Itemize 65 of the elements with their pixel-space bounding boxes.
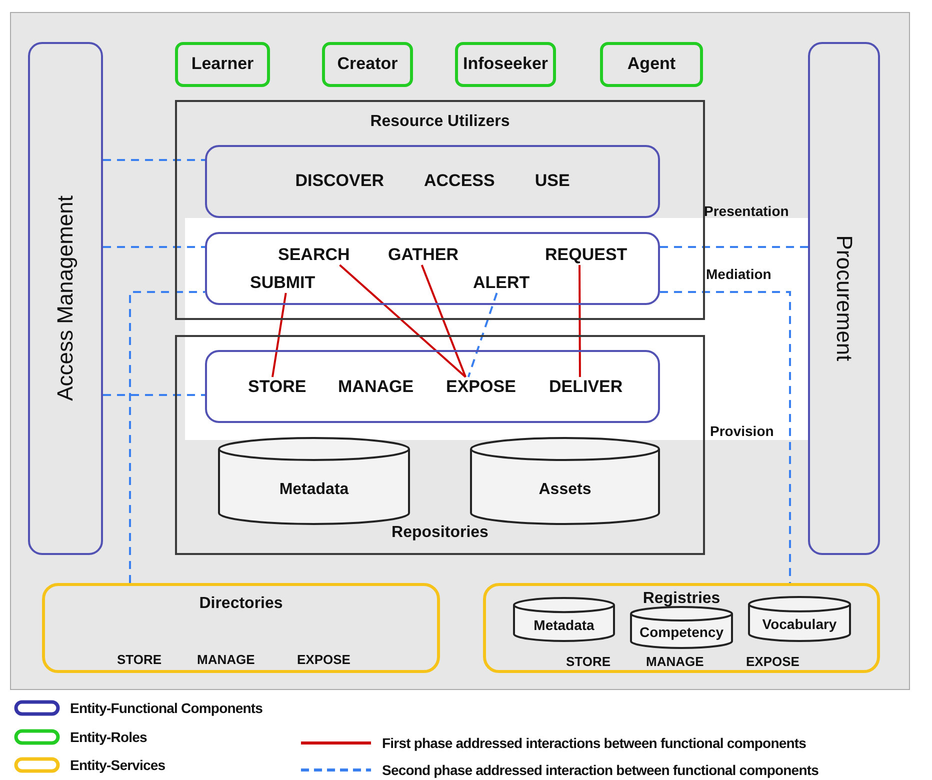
- layer-label: Presentation: [704, 203, 789, 220]
- interaction-line: [129, 291, 205, 583]
- component-box: [808, 42, 880, 555]
- interaction-line: [271, 292, 287, 378]
- interaction-line: [467, 292, 498, 378]
- component-box: [205, 232, 660, 305]
- function-label: SUBMIT: [250, 273, 316, 293]
- component-box: [205, 145, 660, 218]
- function-label: MANAGE: [646, 654, 704, 670]
- legend-label: Entity-Roles: [70, 729, 147, 746]
- role-label: Creator: [337, 54, 398, 75]
- box-heading: Resource Utilizers: [369, 112, 511, 132]
- box-heading: Registries: [642, 589, 722, 608]
- service-box: [42, 583, 440, 673]
- cylinder-label: Vocabulary: [762, 616, 837, 633]
- interaction-line: [103, 394, 205, 396]
- role-box: [600, 42, 703, 87]
- interaction-line: [660, 246, 808, 248]
- interaction-line: [103, 246, 205, 248]
- legend-label: Entity-Services: [70, 757, 166, 774]
- service-box: [483, 583, 880, 673]
- box-heading: Directories: [198, 594, 284, 614]
- interaction-line: [660, 291, 791, 583]
- cylinder-label: Assets: [538, 480, 592, 499]
- component-label: Access Management: [52, 196, 78, 402]
- interaction-line: [103, 159, 205, 161]
- role-box: [322, 42, 413, 87]
- function-label: DELIVER: [549, 377, 623, 397]
- layer-label: Provision: [710, 423, 774, 440]
- function-label: SEARCH: [278, 245, 350, 265]
- role-label: Infoseeker: [462, 54, 548, 75]
- role-box: [175, 42, 270, 87]
- cylinder-label: Metadata: [534, 616, 594, 634]
- group-box: [175, 100, 705, 320]
- function-label: REQUEST: [545, 245, 628, 265]
- function-label: MANAGE: [338, 377, 414, 397]
- legend-label: Second phase addressed interaction between functional components: [382, 762, 818, 779]
- interaction-line: [578, 265, 581, 377]
- function-label: STORE: [566, 654, 611, 670]
- component-box: [28, 42, 103, 555]
- function-label: ACCESS: [424, 171, 495, 192]
- function-label: EXPOSE: [297, 652, 350, 668]
- interaction-line: [339, 264, 466, 378]
- role-label: Learner: [191, 54, 254, 75]
- function-label: GATHER: [388, 245, 459, 265]
- legend-label: Entity-Functional Components: [70, 700, 263, 717]
- function-label: DISCOVER: [295, 171, 384, 192]
- legend-label: First phase addressed interactions between functional components: [382, 735, 806, 752]
- function-label: ALERT: [473, 273, 530, 293]
- component-label: Procurement: [831, 236, 858, 362]
- function-label: EXPOSE: [446, 377, 516, 397]
- function-label: EXPOSE: [746, 654, 800, 670]
- function-label: STORE: [248, 377, 306, 397]
- function-label: USE: [534, 171, 570, 192]
- interaction-line: [420, 264, 467, 378]
- cylinder-label: Metadata: [279, 480, 349, 499]
- role-label: Agent: [627, 54, 676, 75]
- group-box: [175, 335, 705, 555]
- layer-label: Mediation: [706, 266, 772, 283]
- function-label: STORE: [117, 652, 162, 668]
- component-box: [205, 350, 660, 423]
- cylinder-label: Competency: [639, 624, 724, 642]
- role-box: [455, 42, 556, 87]
- function-label: MANAGE: [197, 652, 255, 668]
- box-heading: Repositories: [390, 523, 490, 542]
